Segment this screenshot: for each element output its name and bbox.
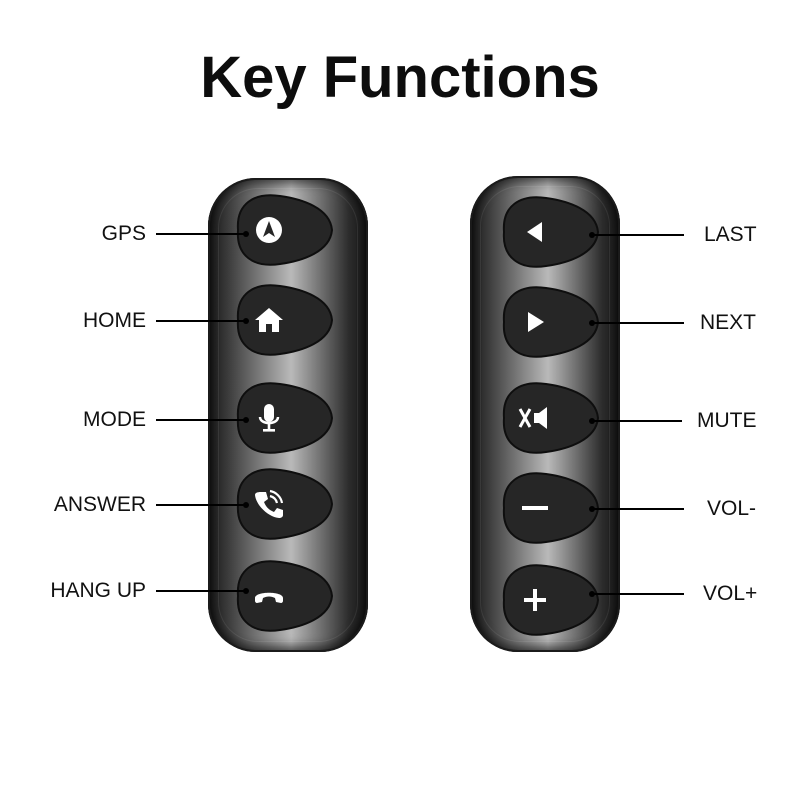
gps-button[interactable] <box>232 190 336 270</box>
hang-up-leader-line <box>156 588 249 594</box>
button-shape <box>236 560 334 632</box>
vol-up-button[interactable] <box>498 560 602 640</box>
home-leader-line <box>156 318 249 324</box>
previous-icon <box>518 215 552 249</box>
hang-up-button[interactable] <box>232 556 336 636</box>
next-button[interactable] <box>498 282 602 362</box>
phone-answer-icon <box>252 487 286 521</box>
button-shape <box>236 382 334 454</box>
vol-down-button[interactable] <box>498 468 602 548</box>
answer-leader-line <box>156 502 249 508</box>
hang-up-label: HANG UP <box>50 579 146 602</box>
phone-hangup-icon <box>252 579 286 613</box>
home-button[interactable] <box>232 280 336 360</box>
last-leader-line <box>589 232 684 238</box>
home-label: HOME <box>83 309 146 332</box>
gps-label: GPS <box>101 222 146 245</box>
answer-label: ANSWER <box>53 493 146 516</box>
gps-leader-line <box>156 231 249 237</box>
vol-down-leader-line <box>589 506 684 512</box>
button-shape <box>236 468 334 540</box>
next-label: NEXT <box>700 311 757 334</box>
vol-down-label: VOL- <box>707 497 757 520</box>
button-shape <box>502 382 600 454</box>
vol-up-leader-line <box>589 591 684 597</box>
button-shape <box>236 194 334 266</box>
page-title: Key Functions <box>200 45 600 110</box>
mode-leader-line <box>156 417 249 423</box>
volume-up-icon <box>518 583 552 617</box>
mode-label: MODE <box>83 408 146 431</box>
mute-leader-line <box>589 418 682 424</box>
vol-up-label: VOL+ <box>703 582 758 605</box>
button-shape <box>502 564 600 636</box>
navigation-arrow-icon <box>252 213 286 247</box>
home-icon <box>252 303 286 337</box>
mode-button[interactable] <box>232 378 336 458</box>
answer-button[interactable] <box>232 464 336 544</box>
volume-down-icon <box>518 491 552 525</box>
next-leader-line <box>589 320 684 326</box>
last-button[interactable] <box>498 192 602 272</box>
mute-button[interactable] <box>498 378 602 458</box>
button-shape <box>236 284 334 356</box>
microphone-icon <box>252 401 286 435</box>
mute-label: MUTE <box>697 409 757 432</box>
button-shape <box>502 196 600 268</box>
mute-icon <box>518 401 552 435</box>
last-label: LAST <box>704 223 757 246</box>
next-icon <box>518 305 552 339</box>
